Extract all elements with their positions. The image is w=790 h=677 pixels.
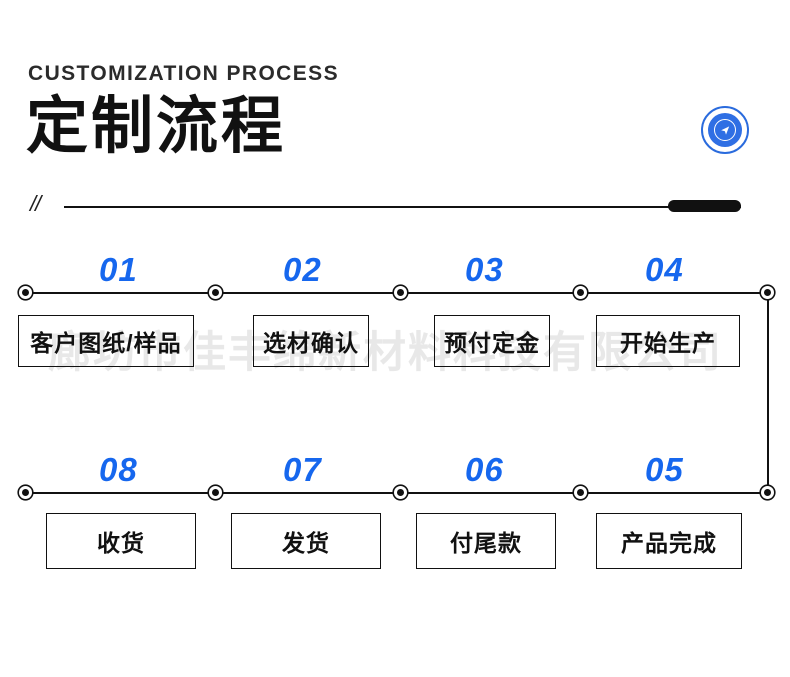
timeline-node [761, 486, 774, 499]
step-number-02: 02 [283, 251, 322, 288]
step-label-07: 发货 [282, 530, 330, 556]
slash-accent: // [30, 191, 41, 216]
step-number-03: 03 [465, 251, 504, 288]
timeline-node [574, 486, 587, 499]
timeline-node [394, 486, 407, 499]
header-rule [64, 206, 741, 208]
timeline-rail-connector [767, 292, 769, 492]
step-label-03: 预付定金 [444, 330, 540, 356]
page-eyebrow: CUSTOMIZATION PROCESS [28, 62, 339, 85]
timeline-node [209, 486, 222, 499]
step-number-05: 05 [645, 451, 684, 488]
step-box-05[interactable]: 产品完成 [596, 513, 742, 569]
step-label-02: 选材确认 [263, 330, 359, 356]
timeline-node [394, 286, 407, 299]
step-box-04[interactable]: 开始生产 [596, 315, 740, 367]
timeline-node [574, 286, 587, 299]
step-label-06: 付尾款 [450, 530, 522, 556]
timeline-node [19, 286, 32, 299]
step-box-02[interactable]: 选材确认 [253, 315, 369, 367]
step-number-08: 08 [99, 451, 138, 488]
step-box-03[interactable]: 预付定金 [434, 315, 550, 367]
send-badge[interactable] [701, 106, 749, 154]
step-label-04: 开始生产 [620, 330, 716, 356]
step-box-06[interactable]: 付尾款 [416, 513, 556, 569]
step-number-06: 06 [465, 451, 504, 488]
badge-circle [708, 113, 742, 147]
step-label-01: 客户图纸/样品 [30, 330, 182, 356]
step-number-07: 07 [283, 451, 322, 488]
timeline-node [209, 286, 222, 299]
send-arrow-icon [720, 125, 729, 135]
step-number-04: 04 [645, 251, 684, 288]
badge-ring [714, 119, 736, 141]
step-label-08: 收货 [97, 530, 145, 556]
step-box-01[interactable]: 客户图纸/样品 [18, 315, 194, 367]
header-rule-cap [668, 200, 741, 212]
step-box-07[interactable]: 发货 [231, 513, 381, 569]
page-title: 定制流程 [26, 92, 287, 161]
timeline-node [19, 486, 32, 499]
step-label-05: 产品完成 [621, 530, 717, 556]
step-number-01: 01 [99, 251, 138, 288]
timeline-node [761, 286, 774, 299]
step-box-08[interactable]: 收货 [46, 513, 196, 569]
